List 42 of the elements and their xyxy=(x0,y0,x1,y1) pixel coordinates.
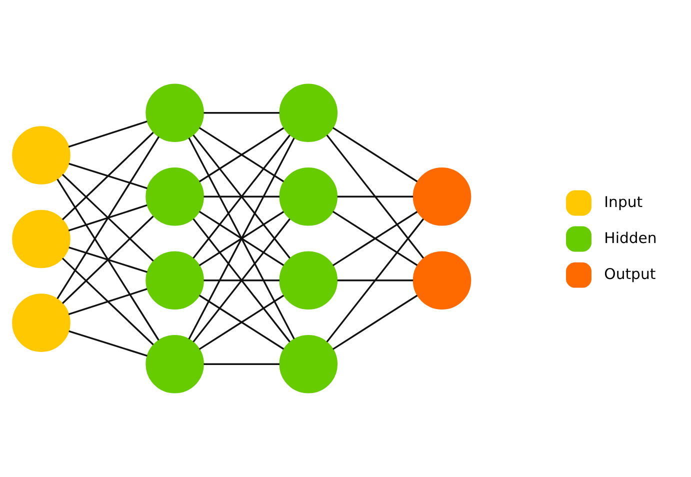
node-circle xyxy=(412,167,472,226)
connector xyxy=(198,127,284,182)
connector xyxy=(204,112,280,114)
node-circle xyxy=(12,210,70,268)
legend-label: Output xyxy=(604,266,656,283)
connector xyxy=(326,134,424,259)
connector xyxy=(68,330,148,357)
connector xyxy=(192,134,290,259)
connector xyxy=(326,218,424,342)
connector xyxy=(332,127,418,182)
connector xyxy=(68,204,148,232)
connector xyxy=(56,178,160,341)
connector xyxy=(337,196,414,198)
connector xyxy=(332,294,418,350)
node-circle xyxy=(146,84,204,142)
connector xyxy=(198,294,284,350)
node-circle xyxy=(146,251,204,310)
node-circle xyxy=(146,334,204,394)
node-circle xyxy=(412,251,472,310)
connector xyxy=(204,196,280,198)
node-circle xyxy=(146,167,204,226)
connector xyxy=(56,136,160,300)
connector xyxy=(62,132,154,220)
connector xyxy=(62,258,154,346)
legend-label: Hidden xyxy=(604,230,657,247)
connector xyxy=(68,120,148,148)
connector xyxy=(192,218,290,342)
node-circle xyxy=(279,167,338,226)
connector xyxy=(337,280,414,282)
connector xyxy=(204,280,280,282)
connector xyxy=(68,288,148,316)
connector xyxy=(62,174,154,262)
connector xyxy=(204,363,280,365)
connector xyxy=(62,216,154,304)
node-circle xyxy=(12,294,70,352)
node-circle xyxy=(279,334,338,394)
node-circle xyxy=(279,251,338,310)
node-circle xyxy=(279,84,338,142)
connector xyxy=(68,246,148,273)
connector xyxy=(68,162,148,190)
legend-label: Input xyxy=(604,194,643,211)
node-circle xyxy=(12,126,70,184)
